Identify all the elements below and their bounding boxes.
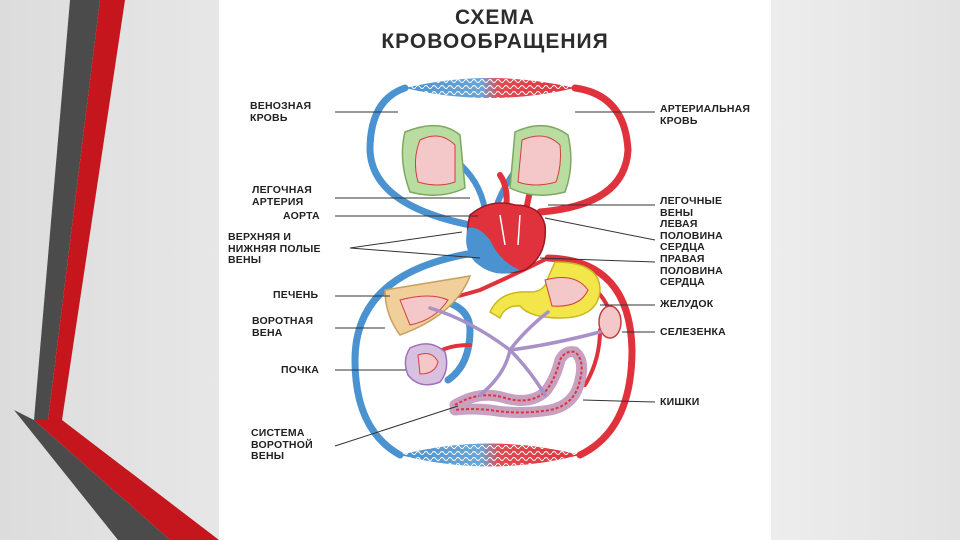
label-vena-cava: ВЕРХНЯЯ И НИЖНЯЯ ПОЛЫЕ ВЕНЫ xyxy=(228,232,321,267)
label-pulmonary-veins: ЛЕГОЧНЫЕ ВЕНЫ xyxy=(660,196,722,219)
label-kidney: ПОЧКА xyxy=(281,365,319,377)
label-aorta: АОРТА xyxy=(283,211,320,223)
label-arterial-blood: АРТЕРИАЛЬНАЯ КРОВЬ xyxy=(660,104,750,127)
label-venous-blood: ВЕНОЗНАЯ КРОВЬ xyxy=(250,101,311,124)
label-portal-system: СИСТЕМА ВОРОТНОЙ ВЕНЫ xyxy=(251,428,313,463)
heart xyxy=(466,203,545,274)
label-spleen: СЕЛЕЗЕНКА xyxy=(660,327,726,339)
upper-capillary-bed xyxy=(405,78,575,98)
label-pulmonary-artery: ЛЕГОЧНАЯ АРТЕРИЯ xyxy=(252,185,312,208)
label-stomach: ЖЕЛУДОК xyxy=(660,299,713,311)
spleen xyxy=(599,306,621,338)
lower-capillary-bed xyxy=(400,444,580,467)
label-left-heart: ЛЕВАЯ ПОЛОВИНА СЕРДЦА xyxy=(660,219,723,254)
lungs xyxy=(402,126,570,196)
kidney xyxy=(405,344,446,385)
label-portal-vein: ВОРОТНАЯ ВЕНА xyxy=(252,316,313,339)
label-right-heart: ПРАВАЯ ПОЛОВИНА СЕРДЦА xyxy=(660,254,723,289)
label-liver: ПЕЧЕНЬ xyxy=(273,290,318,302)
label-intestines: КИШКИ xyxy=(660,397,699,409)
deco-dark-lower xyxy=(14,410,170,540)
